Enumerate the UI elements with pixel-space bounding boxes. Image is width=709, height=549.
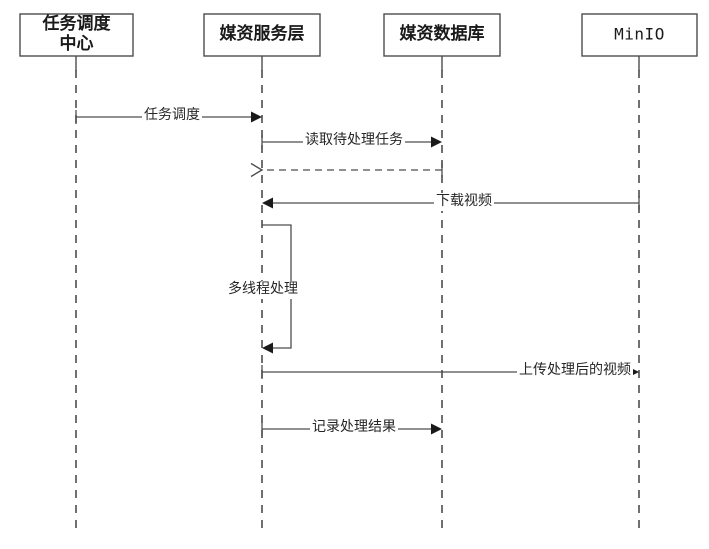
participant-box-minio: [581, 13, 698, 57]
message-label-m7: 记录处理结果: [312, 419, 396, 435]
arrowhead-m4: [262, 197, 273, 209]
message-label-bg-m6: [517, 362, 633, 380]
arrowhead-m7: [431, 423, 442, 435]
message-label-m5: 多线程处理: [228, 280, 298, 297]
participant-label-media-service: 媒资服务层: [220, 23, 305, 43]
arrowhead-m2: [431, 136, 442, 148]
message-label-m4: 下载视频: [436, 193, 492, 209]
message-m4[interactable]: 下载视频: [262, 193, 640, 211]
participant-box-scheduler: [19, 13, 134, 57]
participant-media-service[interactable]: 媒资服务层: [203, 13, 321, 57]
message-label-bg-m7: [310, 419, 398, 437]
participant-label-media-db: 媒资数据库: [400, 23, 485, 43]
message-label-m1: 任务调度: [144, 107, 200, 123]
participant-minio[interactable]: MinIO: [581, 13, 698, 57]
message-label-bg-m1: [142, 107, 202, 125]
arrowhead-m5: [262, 342, 273, 354]
message-m6[interactable]: 上传处理后的视频: [261, 362, 639, 380]
message-m1[interactable]: 任务调度: [75, 107, 262, 125]
participant-box-media-service: [203, 13, 321, 57]
arrowhead-m3: [250, 162, 264, 178]
message-label-bg-m4: [434, 193, 494, 211]
message-label-bg-m2: [303, 132, 405, 150]
lifelines-layer: [75, 56, 640, 530]
message-label-bg-m5: [226, 281, 300, 299]
participant-label-scheduler: 中心: [60, 33, 94, 53]
message-m5[interactable]: 多线程处理: [226, 224, 300, 354]
message-m3[interactable]: [250, 162, 443, 178]
participant-label-scheduler: 任务调度: [42, 13, 112, 33]
message-label-m2: 读取待处理任务: [305, 131, 403, 148]
arrowhead-m1: [251, 111, 262, 123]
participant-media-db[interactable]: 媒资数据库: [383, 13, 501, 57]
message-label-m6: 上传处理后的视频: [519, 362, 631, 378]
message-m7[interactable]: 记录处理结果: [261, 419, 442, 437]
participant-box-media-db: [383, 13, 501, 57]
message-m2[interactable]: 读取待处理任务: [261, 131, 442, 150]
participant-label-minio: MinIO: [614, 25, 665, 44]
